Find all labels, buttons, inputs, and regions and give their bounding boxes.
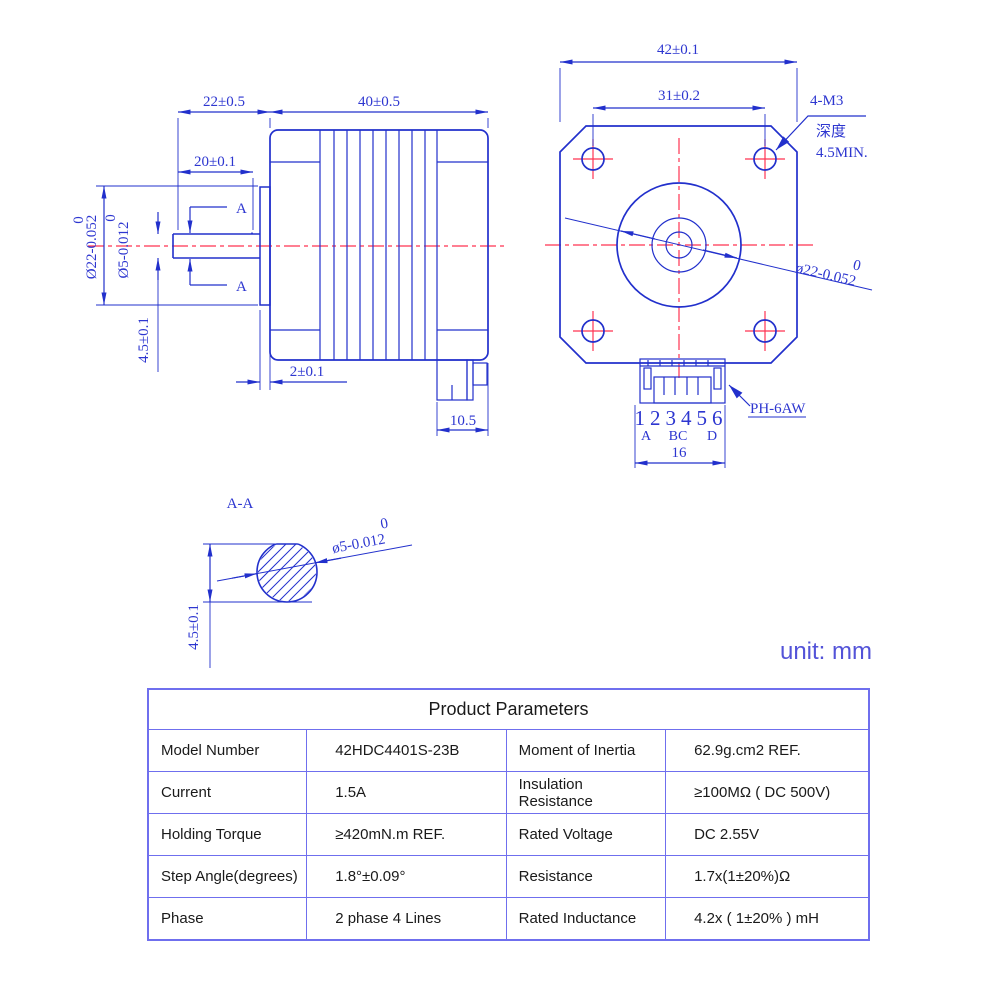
param-value-cell: 1.7x(1±20%)Ω <box>665 855 870 898</box>
section-view <box>203 536 413 668</box>
faceplate-outline <box>559 125 798 364</box>
connector-type-label: PH-6AW <box>750 401 806 417</box>
param-label-cell: Insulation Resistance <box>505 771 667 814</box>
front-view <box>545 59 873 468</box>
dim-shaft-dia-sup: 0 <box>103 214 119 222</box>
pin-group-a: A <box>641 429 652 444</box>
dim-pilot-dia-sup: 0 <box>71 216 87 224</box>
front-view-labels: 42±0.1 31±0.2 4-M3 深度 4.5MIN. 0 ø22-0.05… <box>635 42 868 461</box>
front-centerlines <box>545 138 813 380</box>
param-label-cell: Phase <box>147 897 308 941</box>
shaft-circle <box>665 231 693 259</box>
product-parameters-table: Product Parameters Model Number 42HDC440… <box>147 688 870 941</box>
param-value-cell: ≥420mN.m REF. <box>306 813 507 856</box>
section-mark-top: A <box>236 201 247 217</box>
side-view <box>88 109 505 436</box>
shaft <box>172 232 260 259</box>
dim-connector-width: 16 <box>672 445 688 461</box>
table-row: Holding Torque ≥420mN.m REF. Rated Volta… <box>147 813 870 856</box>
dim-connector-offset: 10.5 <box>450 413 476 429</box>
table-title: Product Parameters <box>147 688 870 730</box>
dim-body-length: 40±0.5 <box>358 94 400 110</box>
param-value-cell: 4.2x ( 1±20% ) mH <box>665 897 870 941</box>
param-label-cell: Current <box>147 771 308 814</box>
pilot-circle <box>616 182 742 308</box>
section-flat-height: 4.5±0.1 <box>186 604 202 650</box>
param-value-cell: 42HDC4401S-23B <box>306 729 507 772</box>
screw-note-line3: 4.5MIN. <box>816 145 868 161</box>
param-label-cell: Moment of Inertia <box>505 729 667 772</box>
param-label-cell: Rated Voltage <box>505 813 667 856</box>
param-value-cell: 1.5A <box>306 771 507 814</box>
screw-holes <box>581 147 777 343</box>
section-shaft-dia-sup: 0 <box>379 516 389 533</box>
lamination-ribs <box>333 130 426 360</box>
side-view-labels: 22±0.5 40±0.5 20±0.1 0 Ø22-0.052 0 Ø5-0.… <box>71 94 476 429</box>
bearing-circle <box>651 217 707 273</box>
param-value-cell: DC 2.55V <box>665 813 870 856</box>
screw-note-line1: 4-M3 <box>810 93 843 109</box>
section-shaft-dia: ø5-0.012 <box>331 531 387 557</box>
param-value-cell: 62.9g.cm2 REF. <box>665 729 870 772</box>
pin-numbers: 123456 <box>635 406 728 430</box>
table-row: Phase 2 phase 4 Lines Rated Inductance 4… <box>147 897 870 941</box>
param-label-cell: Model Number <box>147 729 308 772</box>
dim-shaft-dia: Ø5-0.012 <box>116 221 132 278</box>
pin-group-bc: BC <box>669 429 688 444</box>
dim-flat-length: 20±0.1 <box>194 154 236 170</box>
technical-drawing: 22±0.5 40±0.5 20±0.1 0 Ø22-0.052 0 Ø5-0.… <box>71 42 873 668</box>
section-mark-bottom: A <box>236 279 247 295</box>
param-label-cell: Resistance <box>505 855 667 898</box>
dim-pilot-dia: Ø22-0.052 <box>84 215 100 280</box>
pin-group-d: D <box>707 429 717 444</box>
motor-body-outline <box>269 129 489 361</box>
dim-shaft-length: 22±0.5 <box>203 94 245 110</box>
unit-label: unit: mm <box>779 638 872 665</box>
table-title-row: Product Parameters <box>147 688 870 730</box>
section-title: A-A <box>227 496 254 512</box>
param-value-cell: 1.8°±0.09° <box>306 855 507 898</box>
param-label-cell: Holding Torque <box>147 813 308 856</box>
param-value-cell: 2 phase 4 Lines <box>306 897 507 941</box>
front-pilot-dia: ø22-0.052 <box>794 260 857 290</box>
param-label-cell: Step Angle(degrees) <box>147 855 308 898</box>
front-pilot-dia-sup: 0 <box>851 257 862 274</box>
screw-note-line2: 深度 <box>816 122 846 140</box>
param-label-cell: Rated Inductance <box>505 897 667 941</box>
table-row: Current 1.5A Insulation Resistance ≥100M… <box>147 771 870 814</box>
pilot-flange <box>259 186 271 306</box>
table-row: Model Number 42HDC4401S-23B Moment of In… <box>147 729 870 772</box>
dim-pilot-thickness: 2±0.1 <box>290 364 324 380</box>
connector-side <box>436 359 488 401</box>
dim-hole-spacing: 31±0.2 <box>658 88 700 104</box>
screw-note-leader <box>775 115 866 151</box>
param-value-cell: ≥100MΩ ( DC 500V) <box>665 771 870 814</box>
dim-flat-height: 4.5±0.1 <box>136 317 152 363</box>
section-view-labels: A-A 0 ø5-0.012 4.5±0.1 <box>186 496 389 650</box>
table-row: Step Angle(degrees) 1.8°±0.09° Resistanc… <box>147 855 870 898</box>
connector-front <box>639 358 726 404</box>
dim-front-width: 42±0.1 <box>657 42 699 58</box>
